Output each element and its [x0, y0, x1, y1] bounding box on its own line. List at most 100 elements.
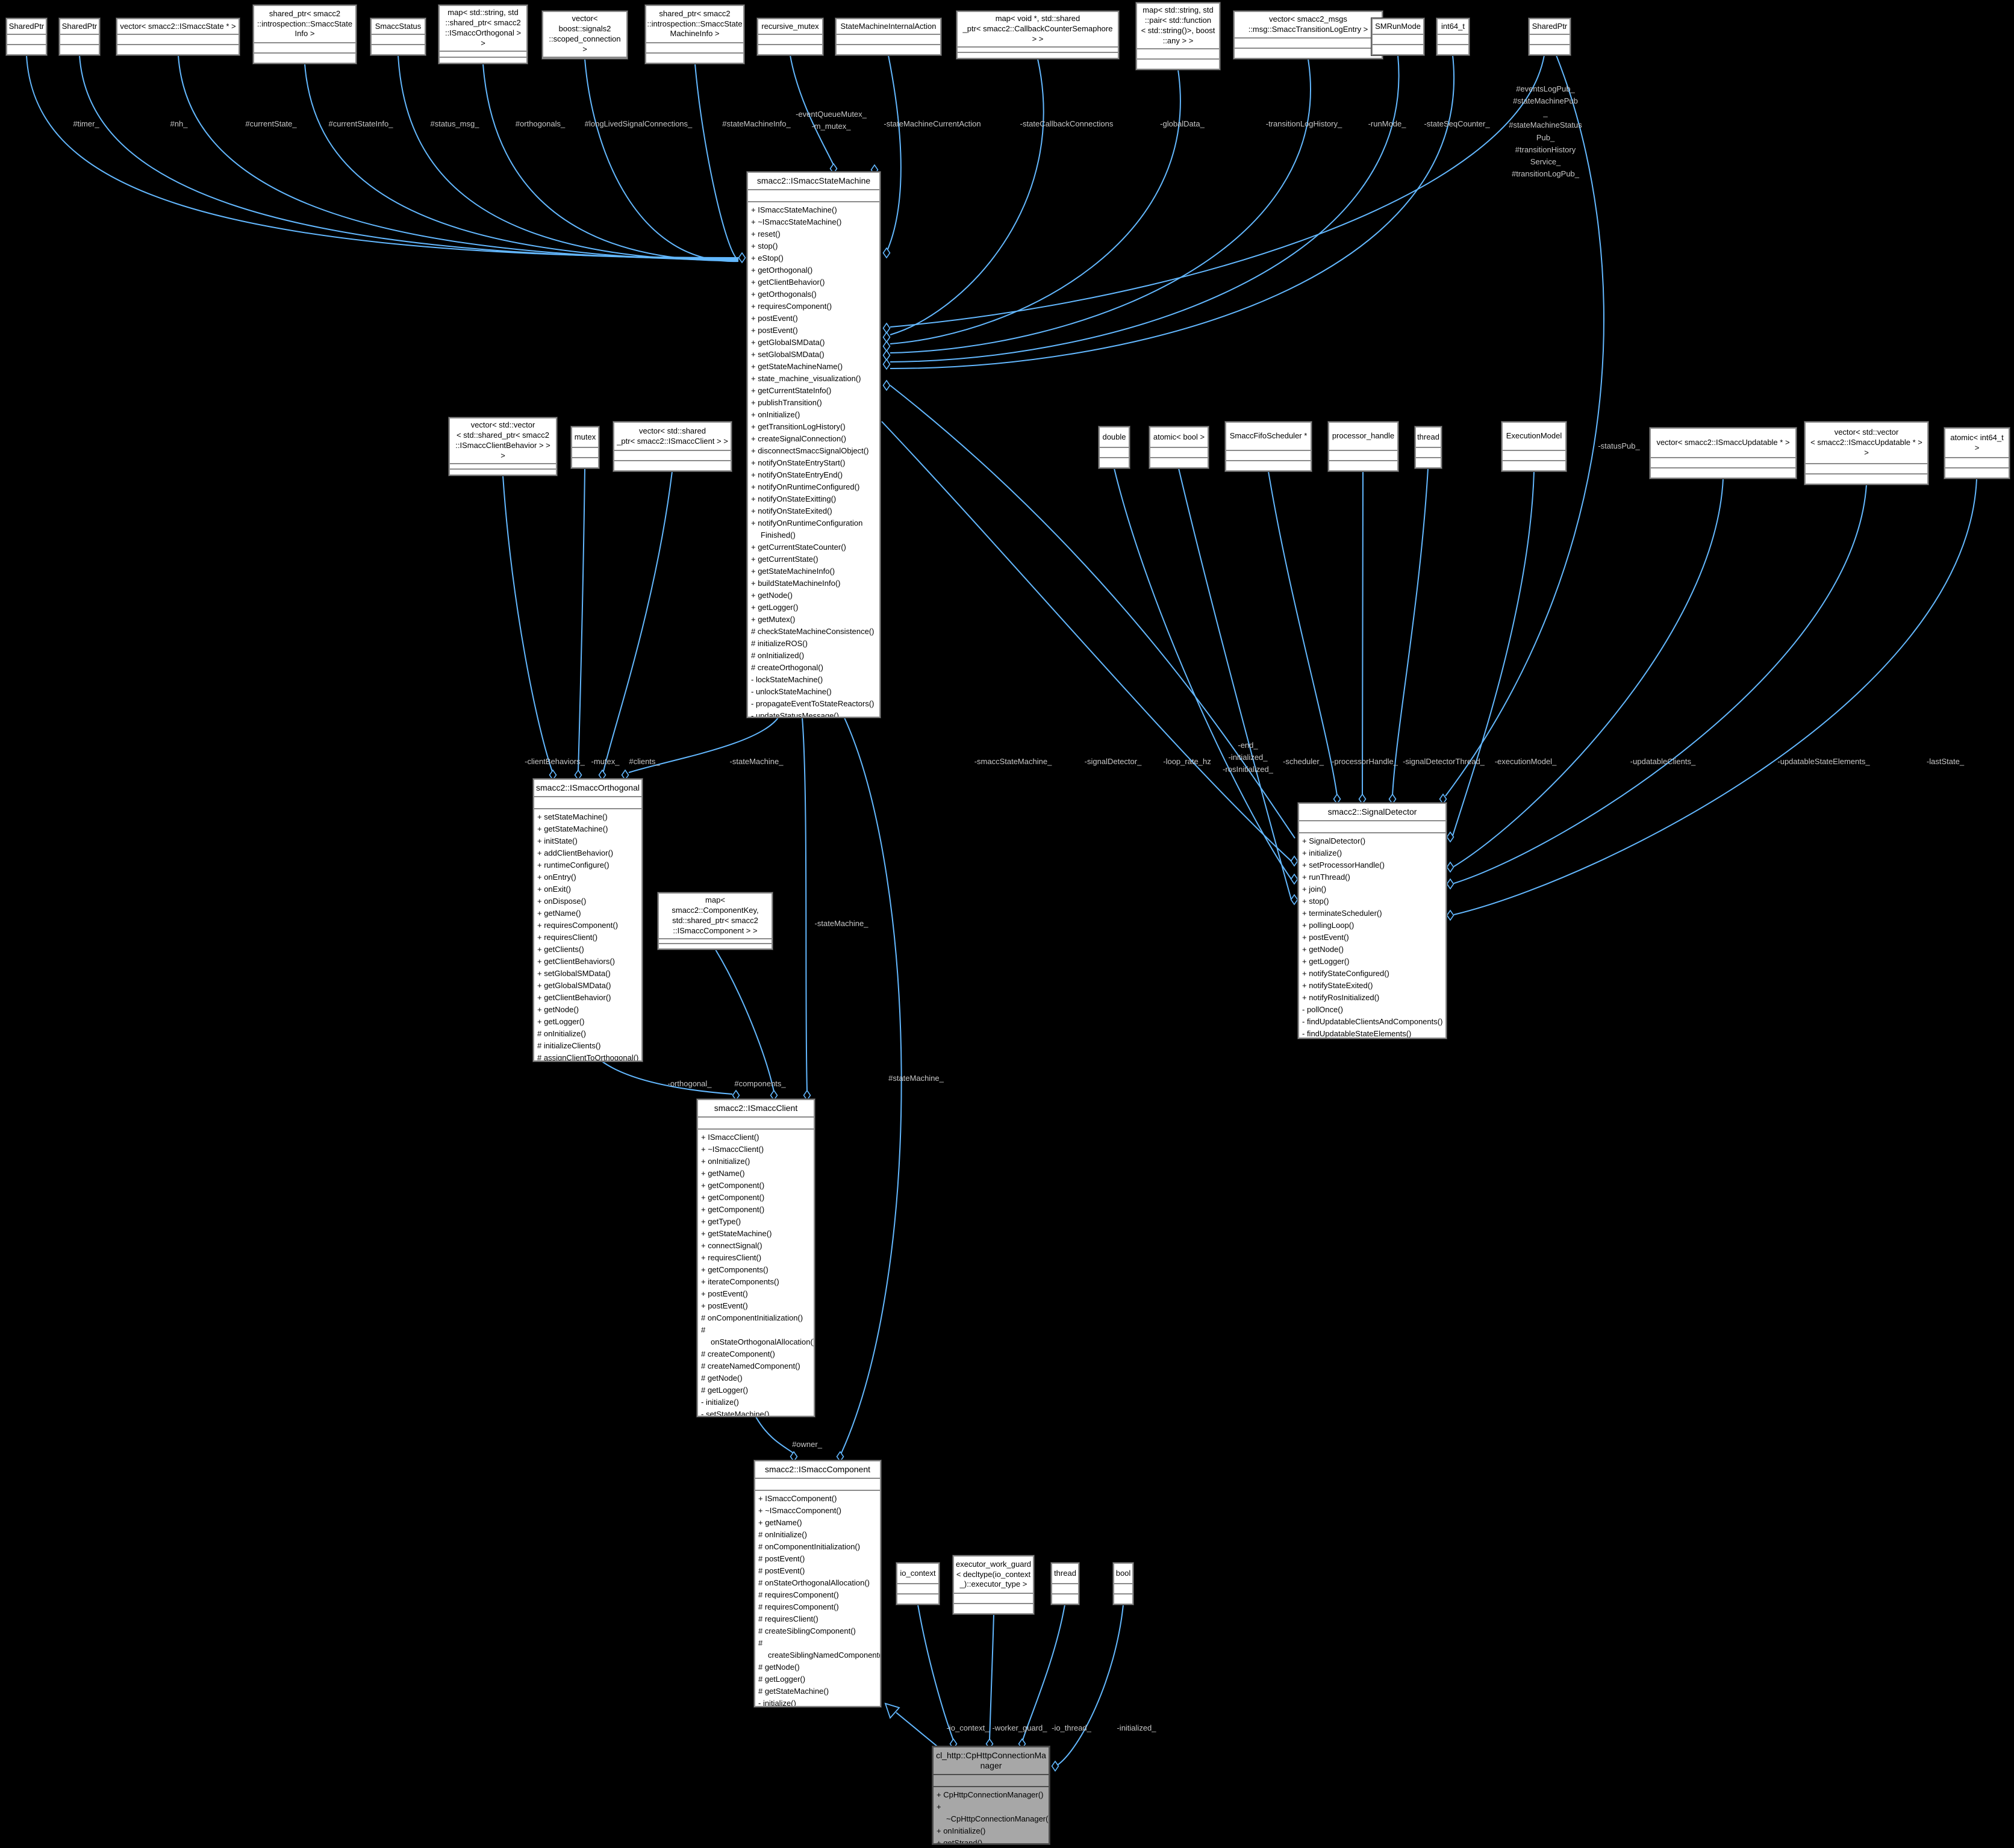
class-method: # getLogger(): [701, 1385, 749, 1395]
class-method: + onInitialize(): [751, 409, 800, 419]
class-title: cl_http::CpHttpConnectionManager: [934, 1747, 1049, 1775]
class-method: + getNode(): [1302, 944, 1344, 954]
class-box-cphttpconnectionmanager-current: cl_http::CpHttpConnectionManager + CpHtt…: [932, 1746, 1050, 1845]
class-method: + getMutex(): [751, 614, 796, 624]
class-method: + addClientBehavior(): [537, 848, 614, 857]
class-attributes-empty: [534, 797, 641, 809]
edge-label-global-data: -globalData_: [1160, 119, 1205, 128]
edge-label-io-thread: -io_thread_: [1052, 1723, 1091, 1732]
class-method: + getName(): [701, 1168, 745, 1178]
class-box-ismaccclient[interactable]: smacc2::ISmaccClient + ISmaccClient()+ ~…: [696, 1098, 815, 1417]
class-method: # onInitialize(): [537, 1028, 586, 1038]
class-method: + notifyStateExited(): [1302, 980, 1373, 990]
type-box-vector-vector-updatable: vector< std::vector < smacc2::ISmaccUpda…: [1804, 421, 1929, 485]
class-method: + notifyOnRuntimeConfiguration Finished(…: [751, 518, 863, 540]
edge-label-nh: #nh_: [170, 119, 188, 128]
class-method: # createSiblingComponent(): [758, 1626, 856, 1635]
class-method-list: + ISmaccComponent()+ ~ISmaccComponent()+…: [755, 1491, 880, 1706]
class-method: + notifyOnRuntimeConfigured(): [751, 482, 860, 491]
class-method: + buildStateMachineInfo(): [751, 578, 841, 588]
class-method: + getStateMachineName(): [751, 361, 843, 371]
type-box-executor-work-guard: executor_work_guard < decltype(io_contex…: [952, 1555, 1035, 1615]
class-method: + getStrand(): [937, 1838, 983, 1843]
class-method: + onDispose(): [537, 896, 587, 906]
edge-label-event-queue-mutex: -eventQueueMutex_ -m_mutex_: [796, 110, 867, 131]
edge-label-orthogonal: -orthogonal_: [667, 1079, 712, 1088]
class-method: + state_machine_visualization(): [751, 373, 861, 383]
class-method: + getType(): [701, 1216, 741, 1226]
class-title: smacc2::ISmaccOrthogonal: [534, 780, 641, 797]
type-box-map-globaldata: map< std::string, std ::pair< std::funct…: [1135, 2, 1221, 70]
class-method: # requiresClient(): [758, 1614, 818, 1623]
class-method: + getComponent(): [701, 1192, 765, 1202]
edge-label-transition-log-history: -transitionLogHistory_: [1265, 119, 1342, 128]
edge-label-long-lived-signal-connections: #longLivedSignalConnections_: [584, 119, 693, 128]
class-method: - initialize(): [701, 1397, 739, 1407]
class-method: + runtimeConfigure(): [537, 860, 610, 870]
edge-label-state-callback-connections: -stateCallbackConnections: [1020, 119, 1114, 128]
class-method: + getLogger(): [537, 1016, 585, 1026]
type-box-io-context: io_context: [896, 1562, 940, 1605]
class-method: + ~ISmaccComponent(): [758, 1505, 842, 1515]
class-method: # onInitialize(): [758, 1529, 807, 1539]
class-method: + iterateComponents(): [701, 1277, 779, 1286]
class-method: + getComponent(): [701, 1180, 765, 1190]
class-method: + getClients(): [537, 944, 584, 954]
class-method: + notifyOnStateEntryStart(): [751, 458, 846, 467]
class-box-ismacccomponent[interactable]: smacc2::ISmaccComponent + ISmaccComponen…: [753, 1460, 882, 1708]
edge-label-state-machine-client: -stateMachine_: [814, 919, 868, 928]
class-method: + onInitialize(): [701, 1156, 750, 1166]
class-method: - setStateMachine(): [701, 1409, 770, 1416]
class-method: # requiresComponent(): [758, 1602, 839, 1611]
class-method: # postEvent(): [758, 1554, 805, 1563]
class-method: + onExit(): [537, 884, 571, 894]
edge-label-state-machine-orthogonal: -stateMachine_: [729, 757, 784, 766]
class-box-ismaccorthogonal[interactable]: smacc2::ISmaccOrthogonal + setStateMachi…: [532, 778, 643, 1062]
class-method: + getGlobalSMData(): [751, 337, 825, 347]
edge-label-current-state-info: #currentStateInfo_: [328, 119, 393, 128]
class-method: + ~CpHttpConnectionManager(): [937, 1802, 1049, 1823]
type-box-sharedptr-timer: SharedPtr: [5, 17, 48, 56]
edge-label-io-context: -io_context_: [946, 1723, 990, 1732]
class-attributes-empty: [755, 1479, 880, 1491]
class-method: + getName(): [758, 1517, 802, 1527]
class-method: + connectSignal(): [701, 1240, 762, 1250]
class-box-ismaccstatemachine[interactable]: smacc2::ISmaccStateMachine + ISmaccState…: [746, 171, 881, 718]
class-method: - unlockStateMachine(): [751, 686, 832, 696]
class-box-signaldetector[interactable]: smacc2::SignalDetector + SignalDetector(…: [1297, 802, 1447, 1039]
class-title: smacc2::ISmaccComponent: [755, 1461, 880, 1479]
class-method: + join(): [1302, 884, 1327, 894]
class-attributes-empty: [698, 1118, 814, 1130]
class-method: # checkStateMachineConsistence(): [751, 626, 874, 636]
class-method: + runThread(): [1302, 872, 1350, 882]
class-method: # onComponentInitialization(): [758, 1542, 861, 1551]
class-method: + createSignalConnection(): [751, 434, 846, 443]
class-method: - findUpdatableClientsAndComponents(): [1302, 1016, 1443, 1026]
class-method: + postEvent(): [701, 1301, 748, 1310]
class-attributes-empty: [1299, 821, 1445, 833]
edge-label-publishers: #eventsLogPub_ #stateMachinePub _ #state…: [1509, 84, 1582, 178]
class-attributes-empty: [934, 1775, 1049, 1787]
edge-label-updatable-clients: -updatableClients_: [1630, 757, 1696, 766]
class-method: - pollOnce(): [1302, 1004, 1343, 1014]
class-method: + notifyOnStateExitting(): [751, 494, 837, 503]
class-method: + getStateMachine(): [701, 1228, 772, 1238]
class-method: + getTransitionLogHistory(): [751, 422, 846, 431]
type-box-map-components: map< smacc2::ComponentKey, std::shared_p…: [657, 892, 773, 950]
class-method: + getName(): [537, 908, 581, 918]
edge-label-state-seq-counter: -stateSeqCounter_: [1424, 119, 1490, 128]
type-box-recursive-mutex: recursive_mutex: [756, 17, 824, 56]
class-method: + getNode(): [751, 590, 793, 600]
class-method-list: + ISmaccClient()+ ~ISmaccClient()+ onIni…: [698, 1130, 814, 1416]
edge-label-loop-rate-hz: -loop_rate_hz: [1163, 757, 1211, 766]
class-method: # postEvent(): [758, 1566, 805, 1575]
class-attributes-empty: [748, 190, 879, 202]
type-box-map-callbackcountersemaphore: map< void *, std::shared _ptr< smacc2::C…: [956, 10, 1120, 60]
edge-label-execution-model: -executionModel_: [1494, 757, 1557, 766]
class-method: + CpHttpConnectionManager(): [937, 1790, 1044, 1799]
class-method: + notifyRosInitialized(): [1302, 992, 1380, 1002]
class-method: + getCurrentStateCounter(): [751, 542, 846, 552]
class-method: + disconnectSmaccSignalObject(): [751, 446, 869, 455]
type-box-sharedptr-nh: SharedPtr: [58, 17, 101, 56]
